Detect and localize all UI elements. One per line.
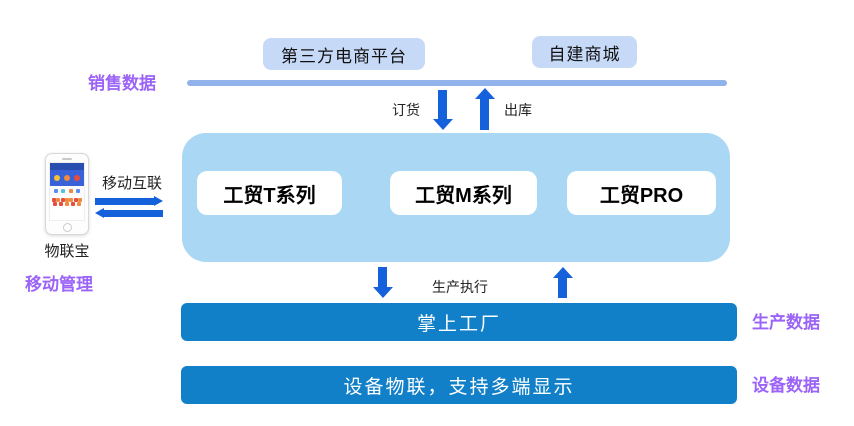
phone-app-header xyxy=(50,162,84,170)
app-square-icon xyxy=(76,188,81,193)
app-square-icon xyxy=(77,197,82,202)
app-square-icon xyxy=(64,197,69,202)
arrow-shaft xyxy=(104,209,163,217)
mobile-link-label: 移动互联 xyxy=(102,175,163,192)
app-square-icon xyxy=(69,197,74,202)
device-data-label: 设备数据 xyxy=(752,376,820,395)
iot-app-label: 物联宝 xyxy=(44,243,90,260)
third-party-platform-box: 第三方电商平台 xyxy=(263,38,425,70)
product-box-m-series: 工贸M系列 xyxy=(390,171,537,215)
self-built-mall-box: 自建商城 xyxy=(532,36,637,68)
app-dot-icon xyxy=(54,174,60,181)
arrow-head xyxy=(552,267,573,278)
arrow-head xyxy=(372,287,393,298)
phone-app-banner xyxy=(50,169,84,186)
right-arrow-icon xyxy=(95,196,163,206)
app-square-icon xyxy=(53,188,58,193)
arrow-head xyxy=(95,208,104,218)
product-suite-container: 工贸T系列 工贸M系列 工贸PRO xyxy=(182,133,730,262)
palm-factory-bar: 掌上工厂 xyxy=(181,303,737,341)
app-square-icon xyxy=(71,201,75,206)
arrow-shaft xyxy=(378,267,387,287)
up-arrow-icon xyxy=(552,267,573,298)
up-arrow-icon xyxy=(474,88,495,130)
device-iot-bar: 设备物联，支持多端显示 xyxy=(181,366,737,404)
app-square-icon xyxy=(77,201,81,206)
app-square-icon xyxy=(59,201,63,206)
sales-data-label: 销售数据 xyxy=(88,74,156,93)
product-box-t-series: 工贸T系列 xyxy=(197,171,342,215)
order-label: 订货 xyxy=(392,102,420,118)
phone-icon xyxy=(45,153,89,235)
app-square-icon xyxy=(60,197,65,202)
arrow-head xyxy=(474,88,495,99)
arrow-head xyxy=(154,196,163,206)
arrow-head xyxy=(432,119,453,130)
app-square-icon xyxy=(61,188,66,193)
phone-screen xyxy=(49,161,85,222)
sales-divider-line xyxy=(187,80,727,86)
down-arrow-icon xyxy=(432,90,453,130)
phone-home-button xyxy=(62,223,72,232)
app-dot-icon xyxy=(74,174,80,181)
arrow-shaft xyxy=(480,99,489,130)
app-square-icon xyxy=(56,197,61,202)
app-square-icon xyxy=(53,201,57,206)
outbound-label: 出库 xyxy=(504,102,532,118)
app-square-icon xyxy=(65,201,69,206)
product-box-pro: 工贸PRO xyxy=(567,171,716,215)
app-square-icon xyxy=(52,197,57,202)
production-execution-label: 生产执行 xyxy=(432,279,488,295)
production-data-label: 生产数据 xyxy=(752,313,820,332)
app-square-icon xyxy=(68,188,73,193)
down-arrow-icon xyxy=(372,267,393,298)
left-arrow-icon xyxy=(95,208,163,218)
arrow-shaft xyxy=(438,90,447,119)
phone-speaker xyxy=(62,158,72,160)
arrow-shaft xyxy=(95,197,154,205)
arrow-shaft xyxy=(558,278,567,298)
phone-app-menu-row xyxy=(50,185,84,196)
phone-app-grid xyxy=(50,196,84,208)
mobile-management-label: 移动管理 xyxy=(25,275,93,294)
app-square-icon xyxy=(73,197,78,202)
app-dot-icon xyxy=(64,174,70,181)
